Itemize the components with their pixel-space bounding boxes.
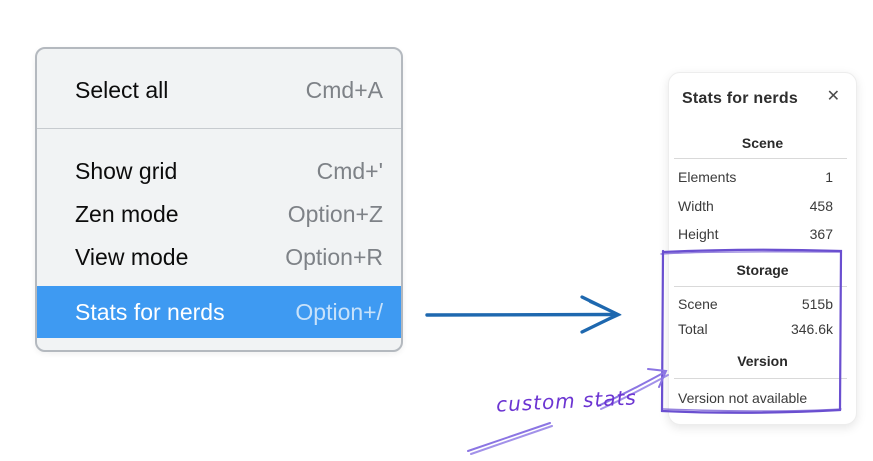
section-divider [674, 158, 847, 159]
menu-item-show-grid[interactable]: Show grid Cmd+' [37, 150, 401, 193]
menu-divider [37, 128, 401, 129]
stat-value: 346.6k [790, 321, 833, 337]
section-divider [674, 286, 847, 287]
stat-label: Scene [678, 296, 718, 312]
stat-label: Width [678, 198, 714, 214]
section-divider [674, 378, 847, 379]
stats-panel: Stats for nerds ✕ Scene Elements 1 Width… [668, 72, 857, 425]
close-icon[interactable]: ✕ [826, 88, 840, 105]
custom-stats-arrow [597, 368, 669, 410]
stat-label: Total [678, 321, 708, 337]
stat-row-scene-storage: Scene 515b [678, 296, 833, 312]
menu-item-shortcut: Cmd+A [305, 76, 383, 103]
context-menu: Select all Cmd+A Show grid Cmd+' Zen mod… [35, 47, 403, 352]
stat-row-width: Width 458 [678, 198, 833, 214]
stat-label: Height [678, 226, 719, 242]
stat-label: Elements [678, 169, 737, 185]
menu-item-shortcut: Option+Z [287, 201, 383, 227]
menu-item-zen-mode[interactable]: Zen mode Option+Z [37, 193, 401, 236]
menu-item-select-all[interactable]: Select all Cmd+A [37, 59, 401, 121]
menu-item-shortcut: Option+/ [295, 298, 383, 325]
section-header-scene: Scene [741, 135, 784, 151]
menu-item-view-mode[interactable]: View mode Option+R [37, 236, 401, 279]
custom-stats-arrow-tail [467, 422, 553, 455]
menu-item-label: Stats for nerds [75, 298, 225, 325]
menu-item-label: Show grid [75, 158, 178, 184]
section-header-version: Version [737, 353, 788, 369]
menu-item-shortcut: Option+R [285, 244, 383, 270]
menu-item-label: Zen mode [75, 201, 179, 227]
menu-item-shortcut: Cmd+' [316, 158, 383, 184]
blue-arrow [425, 295, 622, 334]
highlight-box [660, 248, 843, 414]
stat-row-total-storage: Total 346.6k [678, 321, 833, 337]
stat-value: 458 [809, 198, 833, 214]
menu-item-stats-for-nerds[interactable]: Stats for nerds Option+/ [37, 286, 401, 338]
stat-value: 515b [801, 296, 833, 312]
stat-value: 367 [809, 226, 833, 242]
section-header-storage: Storage [736, 262, 789, 278]
stat-row-elements: Elements 1 [678, 169, 833, 185]
stat-row-height: Height 367 [678, 226, 833, 242]
menu-item-label: View mode [75, 244, 189, 270]
version-note: Version not available [678, 390, 808, 406]
stat-value: 1 [825, 169, 833, 185]
menu-item-label: Select all [75, 76, 169, 103]
stats-panel-title: Stats for nerds [682, 90, 798, 107]
